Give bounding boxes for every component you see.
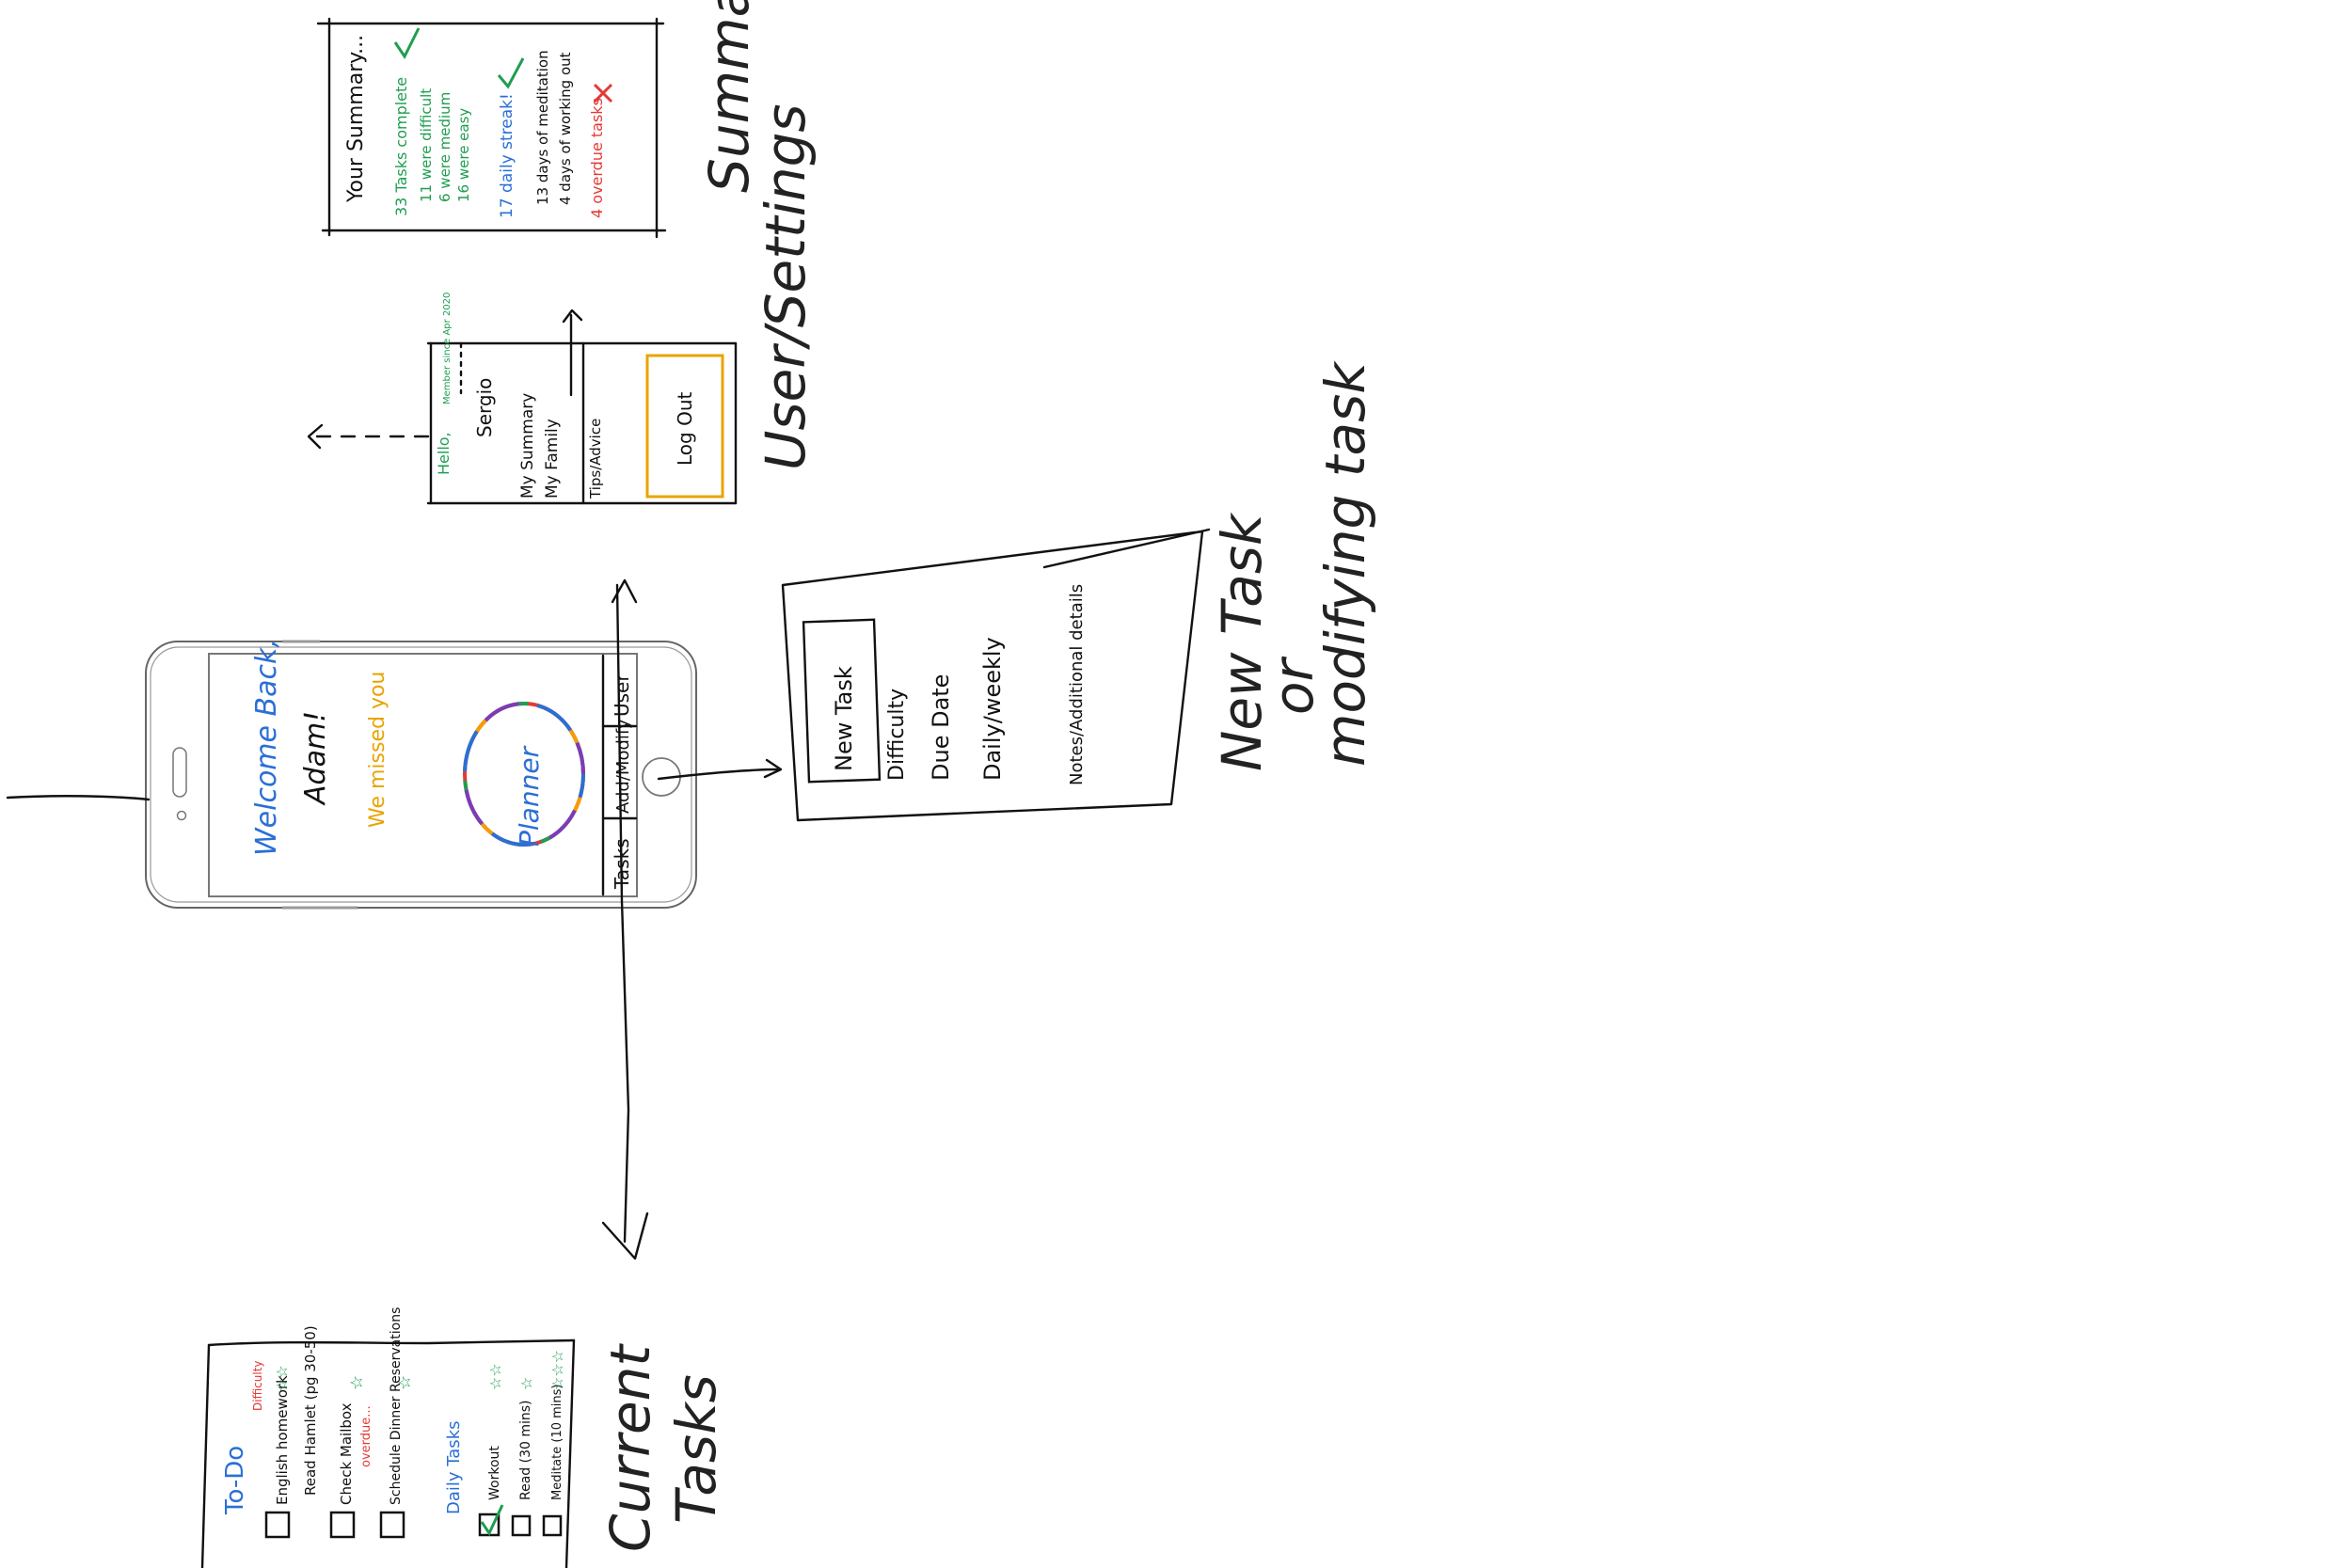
phone-mockup: Welcome Back, Adam! We missed you Planne… bbox=[145, 639, 697, 910]
field-due-date[interactable]: Due Date bbox=[928, 674, 954, 781]
summary-easy: 16 were easy bbox=[455, 108, 472, 202]
user-name-sergio: Sergio bbox=[473, 378, 496, 437]
check-icon bbox=[393, 27, 421, 59]
todo-checkbox[interactable] bbox=[264, 1511, 291, 1539]
todo-stars: ☆ bbox=[395, 1375, 415, 1390]
daily-stars: ☆☆☆ bbox=[548, 1350, 566, 1390]
field-difficulty[interactable]: Difficulty bbox=[885, 689, 909, 781]
summary-screen: Your Summary... 33 Tasks complete 11 wer… bbox=[316, 17, 667, 239]
menu-my-family[interactable]: My Family bbox=[543, 419, 562, 499]
user-name-text: Adam! bbox=[299, 711, 332, 806]
user-settings-label: User/Settings bbox=[754, 103, 818, 470]
summary-streak: 17 daily streak! bbox=[498, 93, 516, 218]
daily-item-workout: Workout bbox=[487, 1446, 502, 1500]
flow-arrows bbox=[6, 309, 783, 1260]
summary-medium: 6 were medium bbox=[437, 92, 453, 202]
cross-icon bbox=[593, 83, 613, 103]
summary-overdue: 4 overdue tasks.. bbox=[588, 88, 606, 218]
summary-difficult: 11 were difficult bbox=[418, 88, 435, 202]
user-settings-screen: Hello, Member since Apr 2020 Sergio My S… bbox=[426, 293, 738, 505]
new-task-label: New Task bbox=[1210, 512, 1274, 771]
todo-item-mailbox: Check Mailbox bbox=[338, 1402, 355, 1505]
logout-label[interactable]: Log Out bbox=[674, 392, 696, 466]
current-label: Current bbox=[598, 1343, 662, 1552]
daily-item-read: Read (30 mins) bbox=[518, 1400, 533, 1500]
todo-overdue-note: overdue... bbox=[359, 1405, 373, 1467]
daily-stars: ☆ bbox=[517, 1377, 535, 1390]
check-icon bbox=[480, 1504, 504, 1537]
difficulty-header: Difficulty bbox=[251, 1360, 264, 1411]
welcome-text: Welcome Back, bbox=[250, 639, 283, 856]
summary-label: Summary bbox=[697, 0, 761, 193]
field-notes[interactable]: Notes/Additional details bbox=[1067, 584, 1087, 785]
menu-tips-advice[interactable]: Tips/Advice bbox=[587, 419, 604, 499]
tasks-screen: To-Do Difficulty English homework ☆☆ Rea… bbox=[200, 1307, 576, 1568]
missed-you-text: We missed you bbox=[366, 672, 389, 828]
daily-title: Daily Tasks bbox=[444, 1421, 464, 1515]
todo-stars: ☆ bbox=[347, 1375, 367, 1390]
user-member-since: Member since Apr 2020 bbox=[442, 293, 453, 404]
menu-my-summary[interactable]: My Summary bbox=[518, 393, 537, 499]
summary-tasks-complete: 33 Tasks complete bbox=[392, 77, 410, 216]
summary-title: Your Summary... bbox=[344, 35, 368, 203]
check-icon bbox=[497, 57, 525, 89]
nav-user-tab[interactable]: User bbox=[611, 673, 633, 717]
user-hello-text: Hello, bbox=[435, 432, 453, 475]
tasks-label: Tasks bbox=[664, 1374, 728, 1524]
summary-working-out: 4 days of working out bbox=[557, 52, 574, 205]
todo-checkbox[interactable] bbox=[379, 1511, 405, 1539]
logout-button[interactable] bbox=[645, 354, 724, 499]
daily-item-meditate: Meditate (10 mins) bbox=[550, 1385, 564, 1500]
todo-checkbox[interactable] bbox=[329, 1511, 356, 1539]
new-task-title: New Task bbox=[831, 666, 857, 771]
field-daily-weekly[interactable]: Daily/weekly bbox=[979, 637, 1006, 781]
new-task-screen: New Task Difficulty Due Date Daily/weekl… bbox=[781, 528, 1211, 822]
daily-checkbox[interactable] bbox=[511, 1514, 532, 1537]
todo-item-hamlet: Read Hamlet (pg 30-50) bbox=[302, 1325, 319, 1496]
todo-stars: ☆☆ bbox=[273, 1365, 291, 1392]
daily-checkbox[interactable] bbox=[542, 1514, 563, 1537]
todo-item-english: English homework bbox=[274, 1375, 291, 1505]
planner-logo-text: Planner bbox=[514, 745, 545, 847]
todo-title: To-Do bbox=[221, 1446, 249, 1515]
or-label: or bbox=[1262, 657, 1326, 715]
modifying-task-label: modifying task bbox=[1313, 360, 1377, 767]
todo-item-dinner: Schedule Dinner Reservations bbox=[389, 1307, 404, 1505]
daily-stars: ☆☆ bbox=[486, 1363, 504, 1390]
summary-meditation: 13 days of meditation bbox=[534, 50, 551, 205]
nav-add-modify-tab[interactable]: Add/Modify bbox=[613, 719, 633, 814]
